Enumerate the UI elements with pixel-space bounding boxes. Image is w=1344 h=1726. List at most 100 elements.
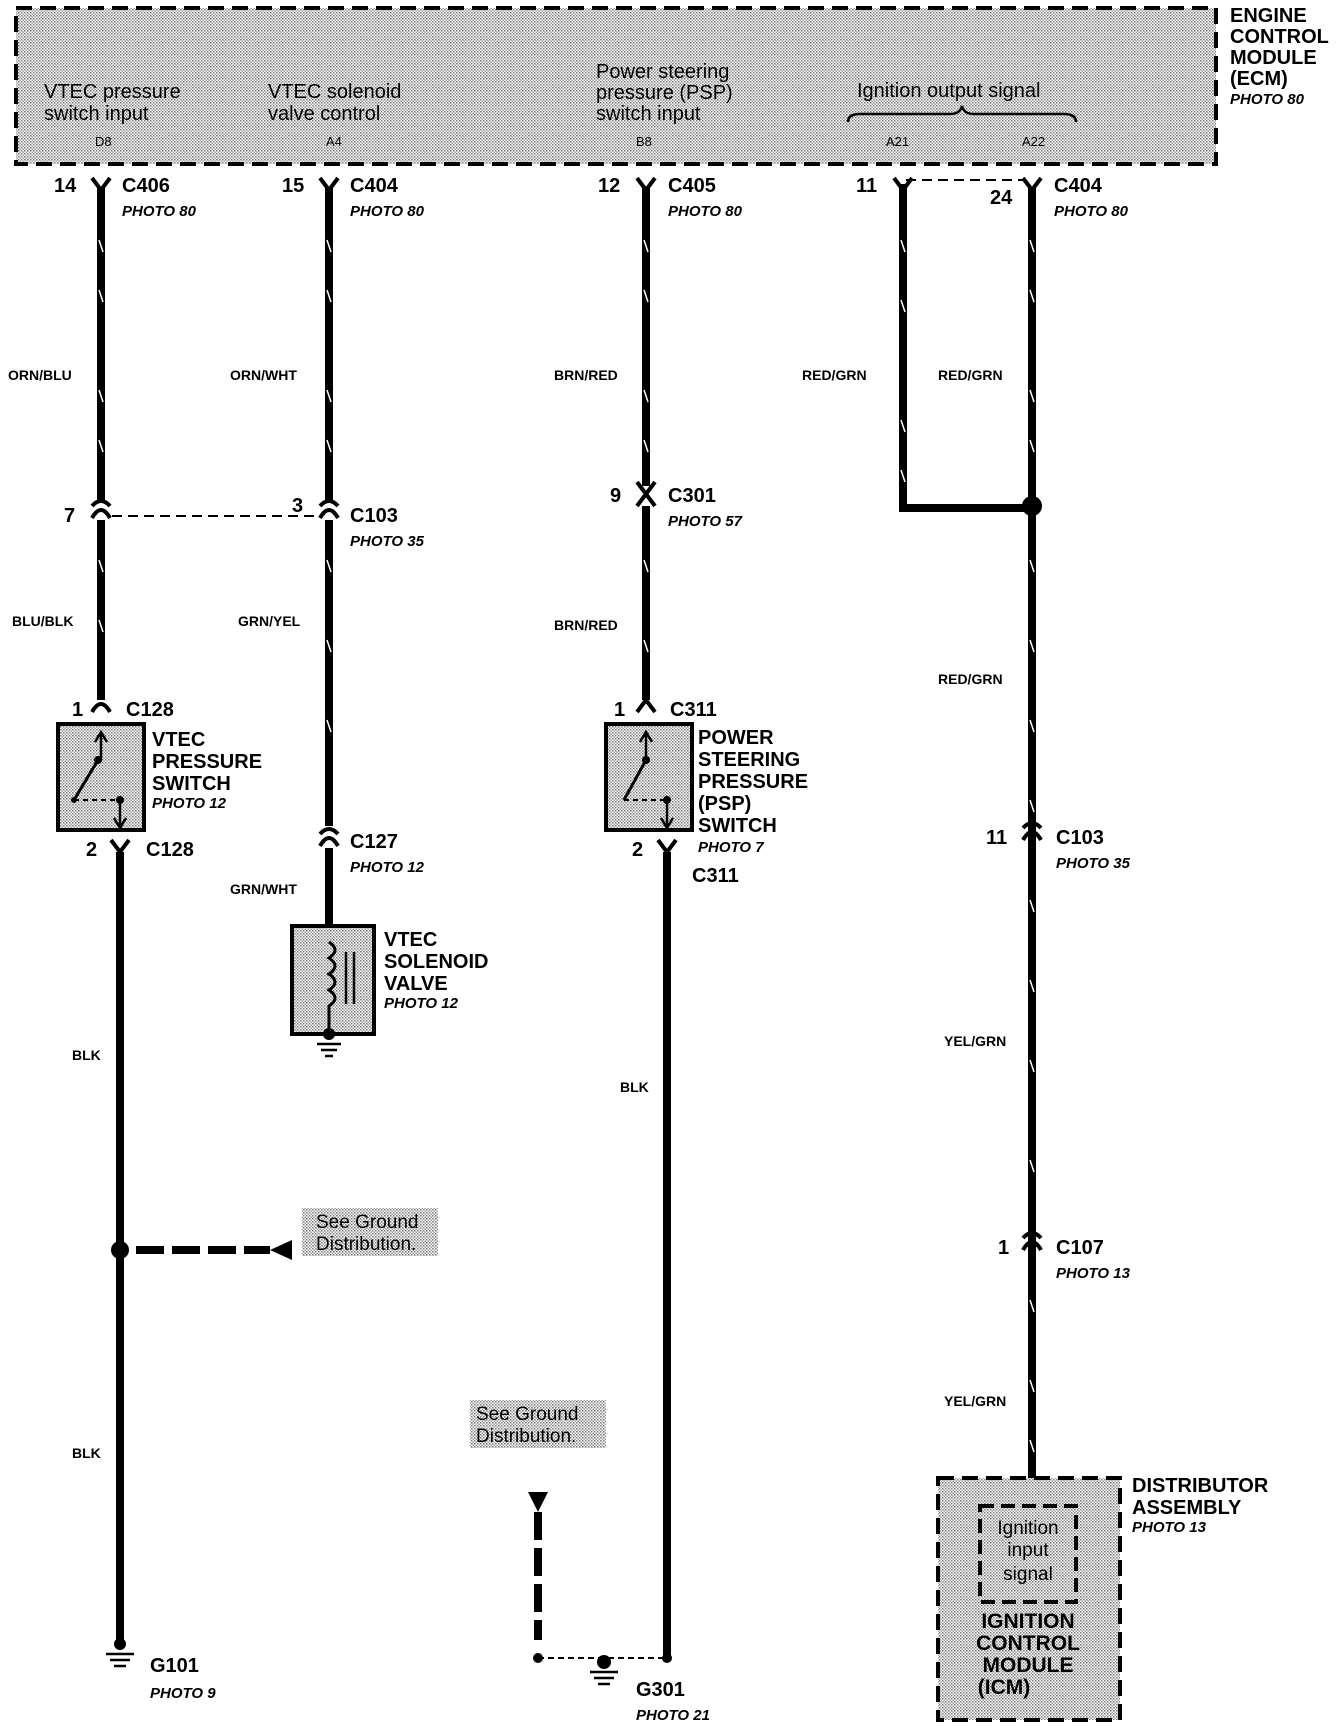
connector-c107-symbol <box>1021 1240 1043 1252</box>
ecm-input-psp-line2: pressure (PSP) <box>596 82 733 104</box>
distributor-photo: PHOTO 13 <box>1132 1519 1207 1536</box>
ecm-title-line3: MODULE <box>1230 47 1317 69</box>
g301-photo: PHOTO 21 <box>636 1707 710 1724</box>
icm-inner-line3: signal <box>1003 1564 1053 1585</box>
g101-name: G101 <box>150 1655 199 1677</box>
note-ground-dist-1-line1[interactable]: See Ground <box>316 1212 418 1233</box>
connector-c405-symbol <box>635 176 657 194</box>
psp-switch-line1: POWER <box>698 727 774 749</box>
ecm-pin-d8: D8 <box>95 134 112 149</box>
splice-g101 <box>111 1241 129 1259</box>
c128-top-name: C128 <box>126 699 174 721</box>
label-orn-wht: ORN/WHT <box>230 367 297 383</box>
connector-c311-bottom-symbol <box>656 838 678 856</box>
vtec-solenoid-valve-line2: SOLENOID <box>384 951 488 973</box>
connector-c404-a-symbol <box>318 176 340 194</box>
connector-c406-symbol <box>90 176 112 194</box>
c404-b-pin-right: 24 <box>990 187 1013 209</box>
ecm-title-line4: (ECM) <box>1230 68 1288 90</box>
c103-right-pin: 11 <box>986 827 1007 849</box>
label-brn-red-bottom: BRN/RED <box>554 617 618 633</box>
label-yel-grn-1: YEL/GRN <box>944 1033 1006 1049</box>
label-red-grn-right: RED/GRN <box>938 367 1003 383</box>
ecm-pin-a21: A21 <box>886 134 909 149</box>
c103-right-name: C103 <box>1056 827 1104 849</box>
circuit-vtec-solenoid: 15 C404 PHOTO 80 ORN/WHT 3 C103 PHOTO 35… <box>230 175 488 1058</box>
ecm-ignition-output-label: Ignition output signal <box>857 80 1040 102</box>
connector-c103-mid-symbol-b <box>318 508 340 520</box>
ground-solenoid-symbol <box>317 1042 341 1058</box>
note-ground-dist-1-line2[interactable]: Distribution. <box>316 1234 416 1255</box>
ecm-input-vtec-solenoid-line1: VTEC solenoid <box>268 81 401 103</box>
vtec-pressure-switch-photo: PHOTO 12 <box>152 795 227 812</box>
c103-pin-right: 3 <box>292 495 303 517</box>
c405-pin: 12 <box>598 175 620 197</box>
connector-c127-symbol <box>318 836 340 848</box>
label-blk-2: BLK <box>72 1445 101 1461</box>
note-ground-dist-2-line2[interactable]: Distribution. <box>476 1426 576 1447</box>
icm-inner-line1: Ignition <box>997 1518 1058 1539</box>
ecm-title-line2: CONTROL <box>1230 26 1329 48</box>
c128-bottom-name: C128 <box>146 839 194 861</box>
vtec-pressure-switch-line2: PRESSURE <box>152 751 262 773</box>
ecm-title-line1: ENGINE <box>1230 5 1307 27</box>
icm-line1: IGNITION <box>981 1610 1074 1633</box>
c404-b-pin-left: 11 <box>856 175 877 197</box>
ecm-input-vtec-solenoid-line2: valve control <box>268 103 380 125</box>
c103-pin-left: 7 <box>64 505 75 527</box>
vtec-solenoid-valve-photo: PHOTO 12 <box>384 995 459 1012</box>
c404-a-photo: PHOTO 80 <box>350 203 425 220</box>
psp-switch-line5: SWITCH <box>698 815 777 837</box>
c405-photo: PHOTO 80 <box>668 203 743 220</box>
connector-c128-bottom-symbol <box>109 838 131 856</box>
c128-top-pin: 1 <box>72 699 83 721</box>
ecm-input-psp-line1: Power steering <box>596 61 729 83</box>
c311-bottom-pin: 2 <box>632 839 643 861</box>
distributor-line2: ASSEMBLY <box>1132 1497 1242 1519</box>
label-grn-yel: GRN/YEL <box>238 613 301 629</box>
label-grn-wht: GRN/WHT <box>230 881 297 897</box>
icm-inner-line2: input <box>1007 1540 1049 1561</box>
label-orn-blu: ORN/BLU <box>8 367 72 383</box>
circuit-vtec-pressure: 14 C406 PHOTO 80 ORN/BLU 7 BLU/BLK 1 C12… <box>8 175 438 1702</box>
ecm-pin-b8: B8 <box>636 134 652 149</box>
wire-ticks <box>98 239 104 633</box>
splice-ignition <box>1022 496 1042 516</box>
c406-name: C406 <box>122 175 170 197</box>
c107-photo: PHOTO 13 <box>1056 1265 1131 1282</box>
psp-switch-line2: STEERING <box>698 749 800 771</box>
c301-pin: 9 <box>610 485 621 507</box>
c301-photo: PHOTO 57 <box>668 513 743 530</box>
c404-a-pin: 15 <box>282 175 304 197</box>
note-ground-dist-2-line1[interactable]: See Ground <box>476 1404 578 1425</box>
ecm-pin-a22: A22 <box>1022 134 1045 149</box>
psp-switch-line3: PRESSURE <box>698 771 808 793</box>
label-blk-1: BLK <box>72 1047 101 1063</box>
c128-bottom-pin: 2 <box>86 839 97 861</box>
psp-switch-box <box>604 722 694 832</box>
c127-name: C127 <box>350 831 398 853</box>
label-brn-red-top: BRN/RED <box>554 367 618 383</box>
note-ground-dist-2-bg <box>470 1400 606 1448</box>
c301-name: C301 <box>668 485 716 507</box>
ecm-input-vtec-pressure-line2: switch input <box>44 103 149 125</box>
circuit-psp-switch: 12 C405 PHOTO 80 BRN/RED 9 C301 PHOTO 57… <box>470 175 808 1724</box>
c107-name: C107 <box>1056 1237 1104 1259</box>
label-yel-grn-2: YEL/GRN <box>944 1393 1006 1409</box>
g101-photo: PHOTO 9 <box>150 1685 216 1702</box>
ecm-input-psp-line3: switch input <box>596 103 701 125</box>
icm-input-box <box>978 1504 1078 1604</box>
label-red-grn-left: RED/GRN <box>802 367 867 383</box>
c311-top-name: C311 <box>670 699 717 721</box>
ecm-input-vtec-pressure-line1: VTEC pressure <box>44 81 181 103</box>
icm-line4: (ICM) <box>978 1676 1030 1699</box>
label-blk-3: BLK <box>620 1079 649 1095</box>
label-red-grn-lower: RED/GRN <box>938 671 1003 687</box>
circuit-ignition: 11 24 C404 PHOTO 80 RED/GRN RED/GRN RED/… <box>802 175 1269 1722</box>
connector-c311-top-symbol <box>635 696 657 714</box>
connector-c404-b-right-symbol <box>1021 176 1043 194</box>
c311-top-pin: 1 <box>614 699 625 721</box>
ecm-box: VTEC pressure switch input D8 VTEC solen… <box>14 5 1329 166</box>
vtec-pressure-switch-line3: SWITCH <box>152 773 231 795</box>
